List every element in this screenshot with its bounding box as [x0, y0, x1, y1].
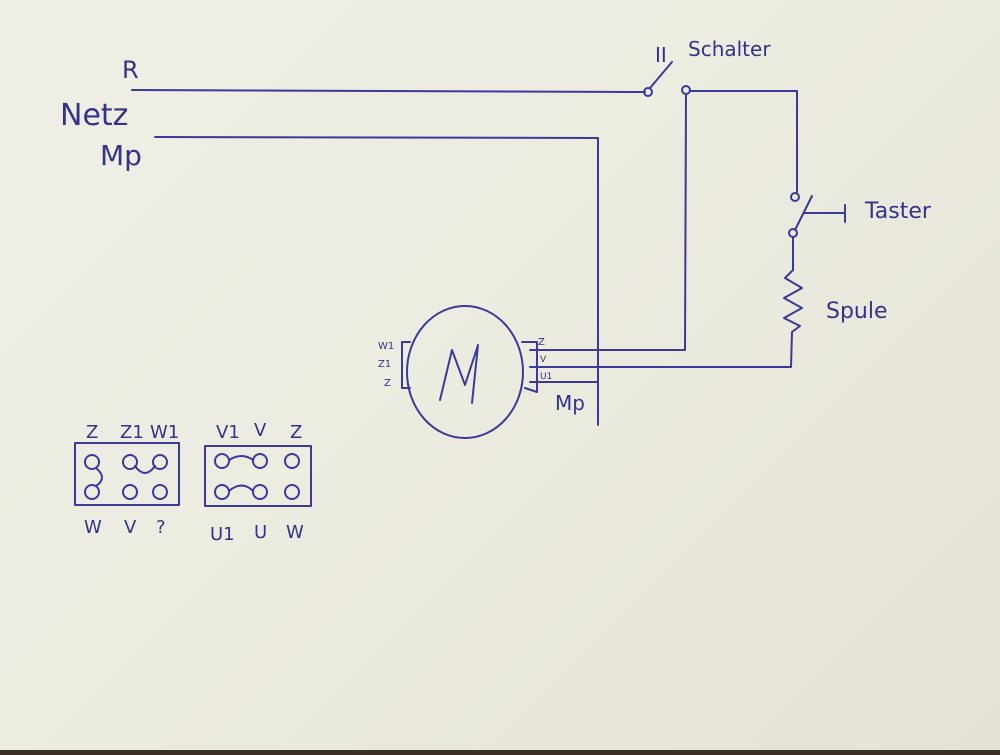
board2-top-3: Z — [290, 422, 302, 443]
motor-right-terminal-3: U1 — [540, 372, 552, 382]
motor-right-terminal-2: V — [540, 355, 547, 365]
board2-top-1: V1 — [216, 422, 240, 443]
phase-label: R — [122, 56, 139, 84]
motor-left-terminal-2: Z1 — [378, 359, 391, 370]
left-terminal-block — [401, 341, 411, 389]
motor-neutral-label: Mp — [555, 391, 585, 415]
motor-right-terminal-1: Z — [538, 337, 545, 348]
board1-bottom-2: V — [124, 517, 137, 538]
terminal-board-2: V1 V Z U1 U W — [204, 420, 312, 545]
board2-top-2: V — [254, 420, 267, 441]
motor-left-terminal-3: Z — [384, 378, 391, 389]
switch-blade — [649, 61, 673, 89]
coil-label: Spule — [826, 299, 888, 324]
board2-bottom-2: U — [254, 522, 267, 543]
coil-symbol — [529, 236, 803, 368]
board1-top-3: W1 — [150, 422, 179, 443]
board1-bottom-1: W — [84, 517, 102, 538]
switch-to-motor-wire — [529, 93, 687, 351]
board1-bottom-3: ? — [156, 517, 166, 538]
board2-bottom-1: U1 — [210, 524, 235, 545]
push-button-symbol — [794, 195, 846, 231]
motor-symbol — [439, 344, 479, 404]
board1-top-1: Z — [86, 422, 98, 443]
button-label: Taster — [864, 199, 932, 224]
switch-label: Schalter — [688, 37, 771, 61]
motor-left-terminal-1: W1 — [378, 341, 394, 352]
right-terminal-block — [521, 341, 538, 393]
button-contact-top — [790, 192, 800, 202]
switch-contact-left — [643, 87, 653, 97]
switch-symbol: II — [655, 43, 667, 67]
terminal-board-1: Z Z1 W1 W V ? — [74, 422, 180, 538]
neutral-wire — [154, 136, 599, 426]
motor-circle — [406, 305, 524, 439]
motor-symbol-text: M — [0, 0, 1, 1]
board1-top-2: Z1 — [120, 422, 144, 443]
board2-bottom-3: W — [286, 522, 304, 543]
neutral-label: Mp — [100, 139, 142, 172]
switch-contact-right — [681, 85, 691, 95]
supply-label: Netz — [60, 98, 128, 133]
switch-to-button-wire — [689, 90, 798, 193]
phase-wire — [131, 89, 646, 93]
